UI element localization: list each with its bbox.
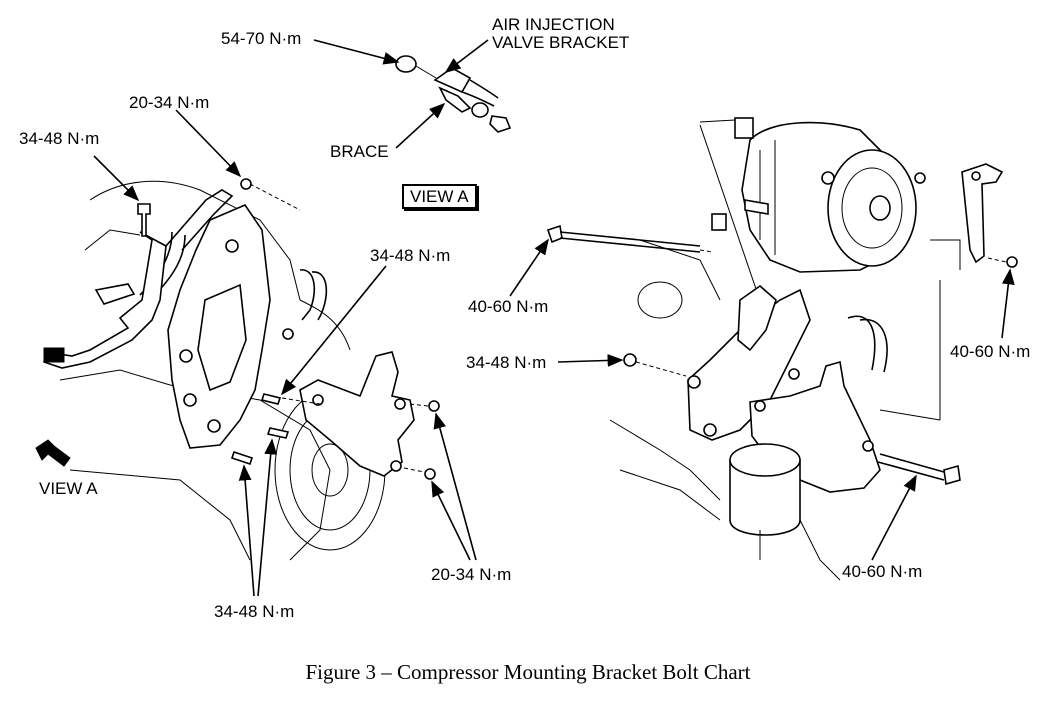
air-injection-valve-bracket-label: AIR INJECTION VALVE BRACKET — [492, 15, 630, 53]
view-a-arrow-label: VIEW A — [39, 479, 98, 498]
leader-arrows — [93, 39, 1015, 597]
torque-label-40-60-lower-bolt: 40-60 N·m — [842, 562, 923, 581]
torque-label-34-48-left: 34-48 N·m — [19, 129, 100, 148]
torque-label-20-34-lower: 20-34 N·m — [431, 565, 512, 584]
torque-label-40-60-upper-bolt: 40-60 N·m — [468, 297, 549, 316]
torque-label-54-70: 54-70 N·m — [221, 29, 302, 48]
torque-label-40-60-far-right: 40-60 N·m — [950, 342, 1031, 361]
torque-label-34-48-right: 34-48 N·m — [466, 353, 547, 372]
right-engine-assembly — [546, 117, 1018, 581]
figure-caption: Figure 3 – Compressor Mounting Bracket B… — [305, 660, 751, 684]
brace-label: BRACE — [330, 142, 389, 161]
left-engine-assembly — [43, 178, 440, 561]
air-injection-detail — [395, 55, 512, 133]
torque-label-34-48-center: 34-48 N·m — [370, 246, 451, 265]
view-a-box-label: VIEW A — [402, 184, 477, 209]
torque-label-20-34-upper: 20-34 N·m — [129, 93, 210, 112]
torque-label-34-48-bottom: 34-48 N·m — [214, 602, 295, 621]
view-a-arrow-icon — [35, 439, 71, 467]
